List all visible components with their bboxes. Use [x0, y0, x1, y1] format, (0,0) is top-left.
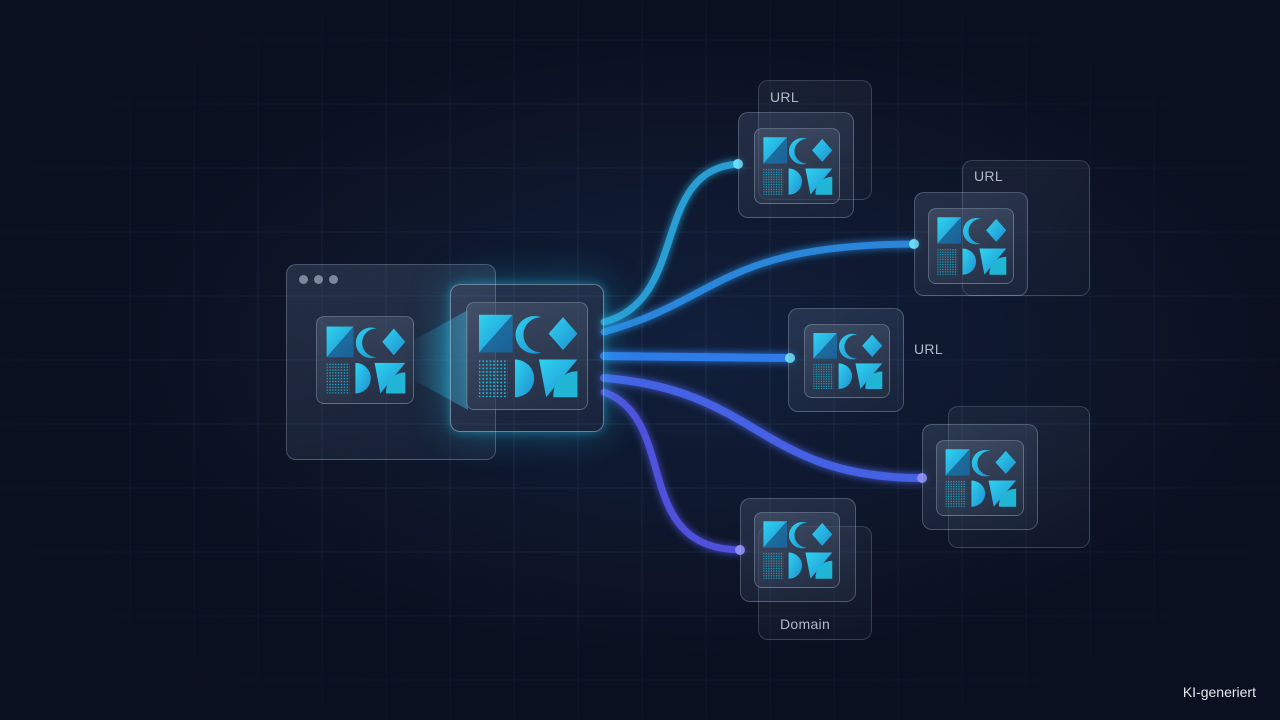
window-dots-icon [299, 275, 338, 284]
window-dot [299, 275, 308, 284]
connector-to-lower-right-node [600, 374, 926, 482]
connector-to-middle-node [600, 352, 794, 362]
abstract-geometric-image-icon [316, 316, 414, 404]
ai-generated-watermark: KI-generiert [1182, 684, 1256, 700]
abstract-geometric-image-icon [928, 208, 1014, 284]
label-url-upper-right: URL [974, 168, 1003, 184]
window-dot [329, 275, 338, 284]
window-dot [314, 275, 323, 284]
abstract-geometric-image-icon [754, 512, 840, 588]
abstract-geometric-image-icon [466, 302, 588, 410]
connector-endpoint [735, 545, 745, 555]
label-url-middle: URL [914, 341, 943, 357]
label-domain: Domain [780, 616, 831, 632]
abstract-geometric-image-icon [754, 128, 840, 204]
abstract-geometric-image-icon [804, 324, 890, 398]
label-url-top: URL [770, 89, 799, 105]
connector-endpoint [909, 239, 919, 249]
connector-to-upper-right-node [600, 240, 918, 336]
abstract-geometric-image-icon [936, 440, 1024, 516]
connector-endpoint [785, 353, 795, 363]
connector-endpoint [917, 473, 927, 483]
connector-endpoint [733, 159, 743, 169]
connector-to-top-node [600, 160, 742, 326]
connector-to-bottom-node [600, 388, 744, 554]
projection-beam [414, 310, 468, 410]
